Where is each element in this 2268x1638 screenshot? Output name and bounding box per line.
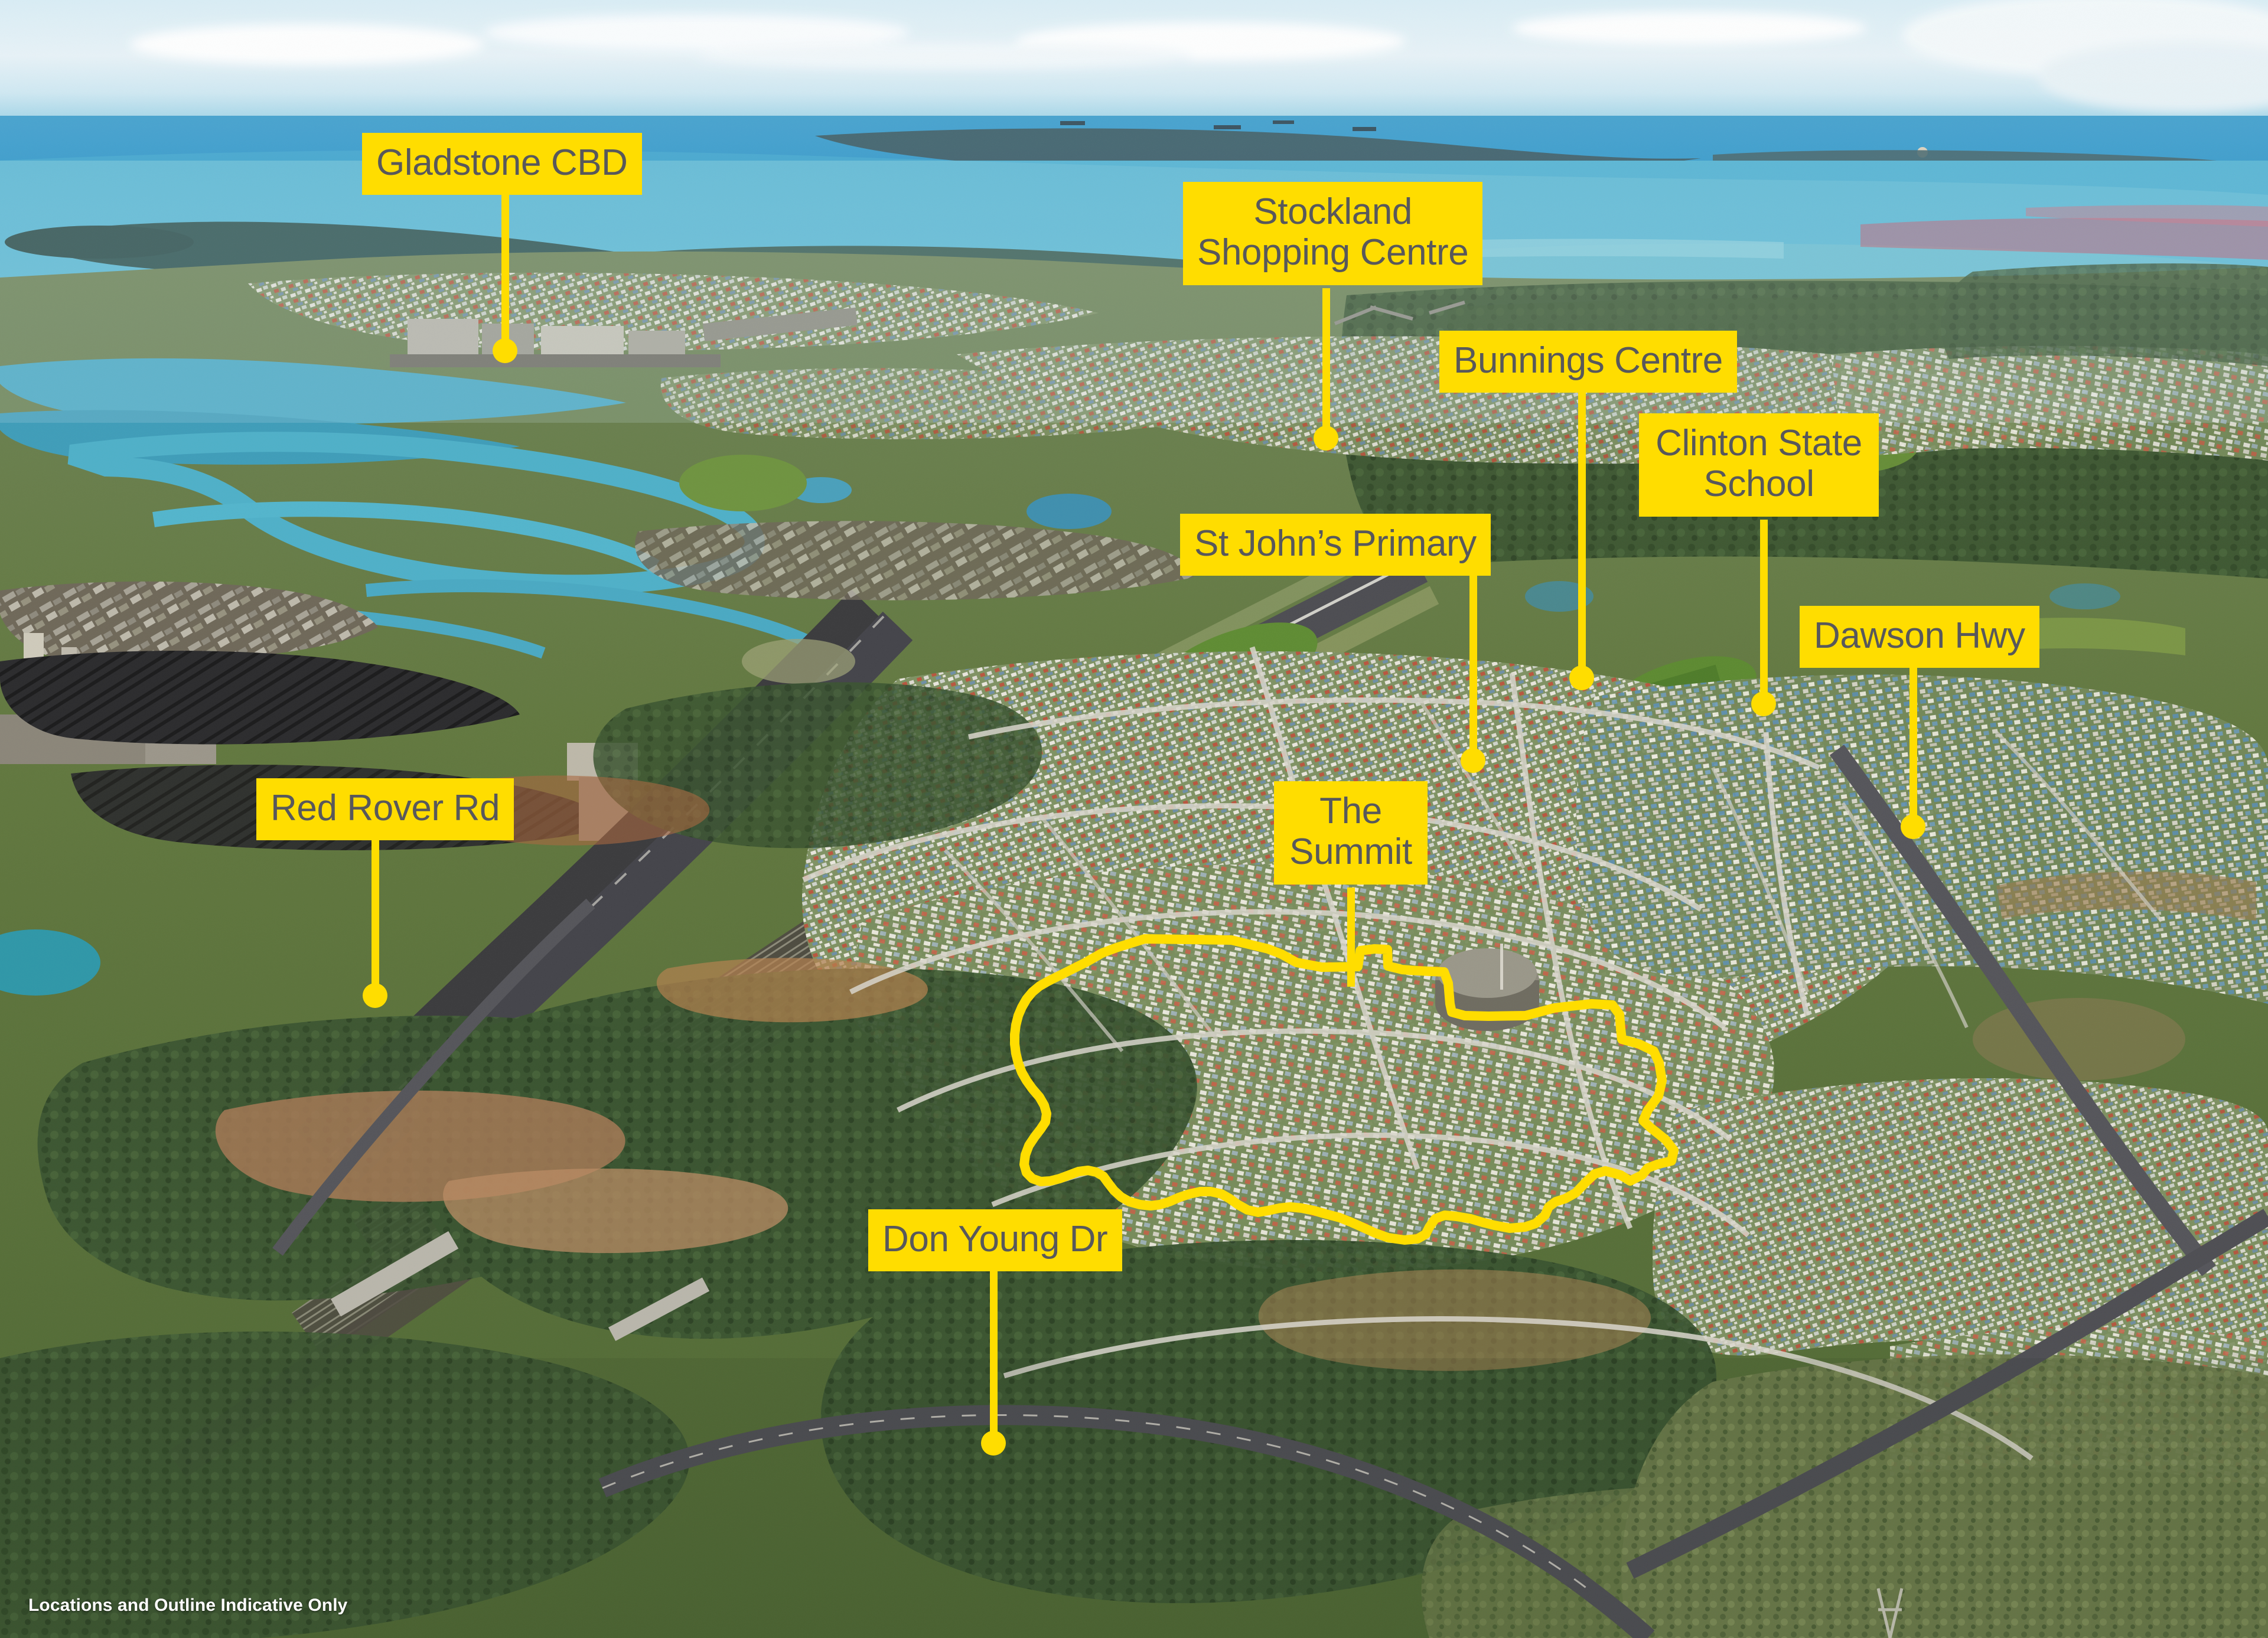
callout-label-don-young-dr[interactable]: Don Young Dr — [868, 1209, 1122, 1272]
callout-label-gladstone-cbd[interactable]: Gladstone CBD — [362, 133, 642, 195]
leader-line-stockland-shopping-centre — [1322, 288, 1330, 430]
callout-label-red-rover-rd[interactable]: Red Rover Rd — [256, 778, 514, 841]
marker-dot-st-johns-primary — [1461, 748, 1485, 773]
callout-label-dawson-hwy[interactable]: Dawson Hwy — [1800, 606, 2039, 668]
marker-dot-dawson-hwy — [1901, 814, 1925, 839]
callout-label-st-johns-primary[interactable]: St John’s Primary — [1180, 514, 1491, 576]
disclaimer-text: Locations and Outline Indicative Only — [28, 1595, 348, 1615]
marker-dot-stockland-shopping-centre — [1314, 426, 1338, 451]
leader-line-don-young-dr — [990, 1264, 998, 1435]
leader-line-red-rover-rd — [372, 833, 379, 987]
callout-label-clinton-state-school[interactable]: Clinton State School — [1639, 413, 1879, 517]
leader-line-the-summit — [1347, 887, 1355, 987]
leader-line-gladstone-cbd — [501, 187, 509, 347]
leader-line-st-johns-primary — [1469, 568, 1477, 757]
callout-label-the-summit[interactable]: The Summit — [1274, 781, 1428, 885]
marker-dot-clinton-state-school — [1751, 691, 1776, 716]
marker-dot-gladstone-cbd — [493, 338, 517, 363]
leader-line-clinton-state-school — [1760, 520, 1768, 697]
callout-label-bunnings-centre[interactable]: Bunnings Centre — [1439, 331, 1737, 393]
leader-line-dawson-hwy — [1909, 660, 1917, 823]
marker-dot-don-young-dr — [981, 1431, 1006, 1456]
marker-dot-red-rover-rd — [363, 983, 387, 1008]
marker-dot-bunnings-centre — [1569, 665, 1594, 690]
callout-label-stockland-shopping-centre[interactable]: Stockland Shopping Centre — [1183, 182, 1483, 285]
leader-line-bunnings-centre — [1578, 385, 1586, 673]
